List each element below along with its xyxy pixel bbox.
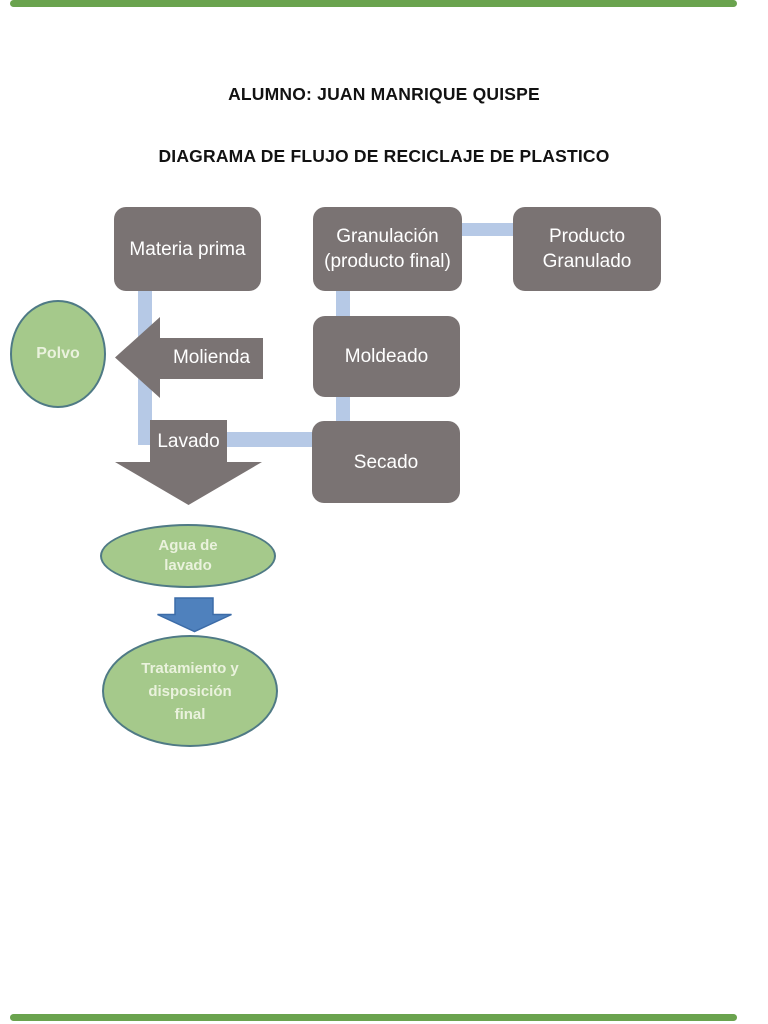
connector-granulacion-producto	[461, 223, 514, 236]
molienda-left-arrow-icon	[115, 317, 263, 398]
page-divider-bottom	[10, 1014, 737, 1021]
node-agua-de-lavado: Agua de lavado	[100, 524, 276, 588]
node-agua-de-lavado-line1: Agua de	[158, 537, 218, 554]
node-materia-prima-label: Materia prima	[129, 238, 246, 260]
lavado-down-arrow-icon	[115, 420, 262, 505]
node-polvo: Polvo	[10, 300, 106, 408]
node-lavado-label: Lavado	[157, 430, 220, 452]
node-producto-granulado-line2: Granulado	[542, 251, 632, 272]
node-moldeado: Moldeado	[313, 316, 460, 397]
node-molienda-label: Molienda	[172, 347, 251, 368]
node-secado: Secado	[312, 421, 460, 503]
node-moldeado-label: Moldeado	[344, 346, 429, 367]
node-granulacion-line1: Granulación	[336, 226, 439, 247]
node-lavado: Lavado	[150, 421, 227, 462]
node-tratamiento-line2: disposición	[148, 682, 232, 700]
connector-lavado-secado	[226, 432, 316, 447]
node-agua-de-lavado-line2: lavado	[164, 557, 212, 574]
page-title: ALUMNO: JUAN MANRIQUE QUISPE	[228, 84, 540, 104]
connector-granulacion-moldeado	[336, 290, 350, 317]
node-tratamiento-disposicion-final: Tratamiento y disposición final	[102, 635, 278, 747]
node-producto-granulado: Producto Granulado	[513, 207, 661, 291]
page-divider-top	[10, 0, 737, 7]
flow-down-arrow-icon	[157, 597, 232, 633]
node-molienda: Molienda	[160, 337, 263, 379]
node-materia-prima: Materia prima	[114, 207, 261, 291]
node-granulacion: Granulación (producto final)	[313, 207, 462, 291]
node-producto-granulado-line1: Producto	[548, 226, 626, 247]
node-granulacion-line2: (producto final)	[324, 251, 451, 272]
page-subtitle: DIAGRAMA DE FLUJO DE RECICLAJE DE PLASTI…	[158, 146, 610, 166]
node-tratamiento-line1: Tratamiento y	[141, 659, 239, 677]
node-polvo-label: Polvo	[36, 345, 80, 362]
node-secado-label: Secado	[353, 451, 419, 473]
connector-moldeado-secado	[336, 396, 350, 422]
node-tratamiento-line3: final	[174, 705, 206, 723]
